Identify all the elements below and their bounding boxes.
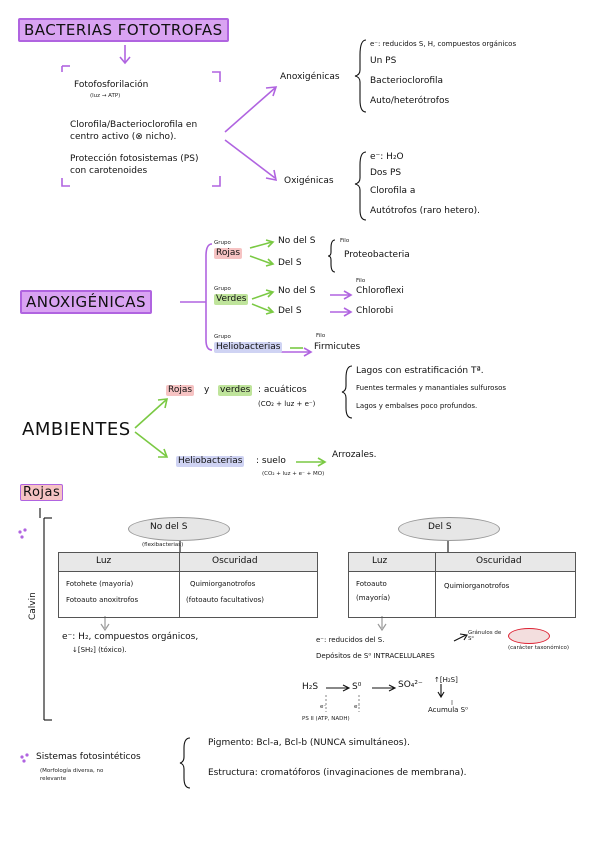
- t1-c1a: Fotohete (mayoría): [66, 580, 134, 588]
- e-left-2: ↓[SH₂] (tóxico).: [72, 646, 127, 654]
- anox-l1: e⁻: reducidos S, H, compuestos orgánicos: [370, 40, 517, 48]
- no-del-s-label: No del S: [150, 522, 188, 532]
- estructura: Estructura: cromatóforos (invaginaciones…: [208, 768, 467, 778]
- amb-suelo-sub: (CO₂ + luz + e⁻ + MO): [262, 471, 325, 477]
- grupo-3: Grupo: [214, 334, 231, 340]
- page-title: BACTERIAS FOTOTROFAS: [18, 18, 229, 42]
- t2-header-luz: Luz: [372, 556, 388, 566]
- amb-lagos-1: Lagos con estratificación Tª.: [356, 366, 484, 376]
- e-right-1: e⁻: reducidos del S.: [316, 636, 385, 644]
- anox-l3: Bacterioclorofila: [370, 76, 444, 86]
- intro-prot-2: con carotenoides: [70, 166, 148, 176]
- t1-c2a: Quimiorganotrofos: [190, 580, 256, 588]
- oxi-branch-label: Oxigénicas: [284, 176, 334, 186]
- oxi-l2: Dos PS: [370, 168, 402, 178]
- calvin-label: Calvin: [28, 592, 38, 620]
- granulos: Gránulos de S⁰: [468, 630, 502, 642]
- filo-3: Filo: [316, 333, 326, 339]
- flow-s0: S⁰: [352, 682, 362, 692]
- acumula: Acumula S⁰: [428, 706, 468, 714]
- intro-foto: Fotofosforilación: [74, 80, 149, 90]
- rojas-del-s: Del S: [278, 258, 302, 268]
- rojas-title: Rojas: [20, 484, 64, 501]
- amb-acuaticos-sub: (CO₂ + luz + e⁻): [258, 400, 316, 408]
- grupo-helio: Heliobacterias: [214, 342, 283, 353]
- flow-ps: PS II (ATP, NADH): [302, 716, 350, 722]
- flow-so4: SO₄²⁻: [398, 680, 423, 690]
- sistemas-1: Sistemas fotosintéticos: [36, 752, 141, 762]
- flow-e2: e⁻: [354, 704, 361, 710]
- intro-prot-1: Protección fotosistemas (PS): [70, 154, 199, 164]
- amb-lagos-2: Fuentes termales y manantiales sulfuroso…: [356, 384, 507, 392]
- t1-header-osc: Oscuridad: [212, 556, 258, 566]
- del-s-ellipse: [398, 517, 500, 541]
- amb-rojas: Rojas: [166, 385, 195, 396]
- caracter: (carácter taxonómico): [508, 645, 569, 651]
- intro-cloro-2: centro activo (⊗ nicho).: [70, 132, 177, 142]
- no-del-s-ellipse: [128, 517, 230, 541]
- amb-helio: Heliobacterias: [176, 456, 245, 467]
- proteo: Proteobacteria: [344, 250, 410, 260]
- chloroflexi: Chloroflexi: [356, 286, 404, 296]
- h2s-up: ↑[H₂S]: [434, 676, 458, 684]
- sistemas-2: (Morfología diversa, no: [40, 768, 104, 774]
- t1-c2b: (fotoauto facultativos): [186, 596, 264, 604]
- oxi-l4: Autótrofos (raro hetero).: [370, 206, 480, 216]
- filo-2: Filo: [356, 278, 366, 284]
- verdes-del-s: Del S: [278, 306, 302, 316]
- amb-arrozales: Arrozales.: [332, 450, 377, 460]
- ambientes-title: AMBIENTES: [22, 419, 131, 440]
- grupo-1: Grupo: [214, 240, 231, 246]
- rojas-no-del-s: No del S: [278, 236, 316, 246]
- del-s-label: Del S: [428, 522, 452, 532]
- intro-foto-sub: (luz → ATP): [90, 93, 121, 99]
- amb-verdes: verdes: [218, 385, 253, 396]
- chlorobi: Chlorobi: [356, 306, 394, 316]
- table-no-del-s: [58, 552, 318, 618]
- granulo-ellipse: [508, 628, 550, 644]
- table-del-s: [348, 552, 576, 618]
- t2-c1a: Fotoauto: [356, 580, 387, 588]
- amb-suelo: : suelo: [256, 456, 286, 466]
- grupo-rojas: Rojas: [214, 248, 243, 259]
- grupo-2: Grupo: [214, 286, 231, 292]
- e-right-2: Depósitos de S⁰ INTRACELULARES: [316, 652, 435, 660]
- sistemas-3: relevante: [40, 776, 67, 782]
- e-left-1: e⁻: H₂, compuestos orgánicos,: [62, 632, 199, 642]
- anox-l4: Auto/heterótrofos: [370, 96, 450, 106]
- oxi-l1: e⁻: H₂O: [370, 152, 404, 162]
- anox-l2: Un PS: [370, 56, 397, 66]
- t2-c1b: (mayoría): [356, 594, 391, 602]
- t2-c2: Quimiorganotrofos: [444, 582, 510, 590]
- amb-lagos-3: Lagos y embalses poco profundos.: [356, 402, 478, 410]
- amb-acuaticos: : acuáticos: [258, 385, 307, 395]
- intro-cloro-1: Clorofila/Bacterioclorofila en: [70, 120, 198, 130]
- t2-header-osc: Oscuridad: [476, 556, 522, 566]
- firmicutes: Firmicutes: [314, 342, 361, 352]
- pigmento: Pigmento: Bcl-a, Bcl-b (NUNCA simultáneo…: [208, 738, 410, 748]
- no-del-s-sub: (flexibacterias): [142, 542, 184, 548]
- verdes-no-del-s: No del S: [278, 286, 316, 296]
- filo-1: Filo: [340, 238, 350, 244]
- grupo-verdes: Verdes: [214, 294, 249, 305]
- anox-title: ANOXIGÉNICAS: [20, 290, 153, 314]
- flow-h2s: H₂S: [302, 682, 319, 692]
- oxi-l3: Clorofila a: [370, 186, 416, 196]
- t1-c1b: Fotoauto anoxitrofos: [66, 596, 139, 604]
- flow-e1: e⁻: [320, 704, 327, 710]
- t1-header-luz: Luz: [96, 556, 112, 566]
- anox-branch-label: Anoxigénicas: [280, 72, 340, 82]
- amb-y: y: [204, 385, 210, 395]
